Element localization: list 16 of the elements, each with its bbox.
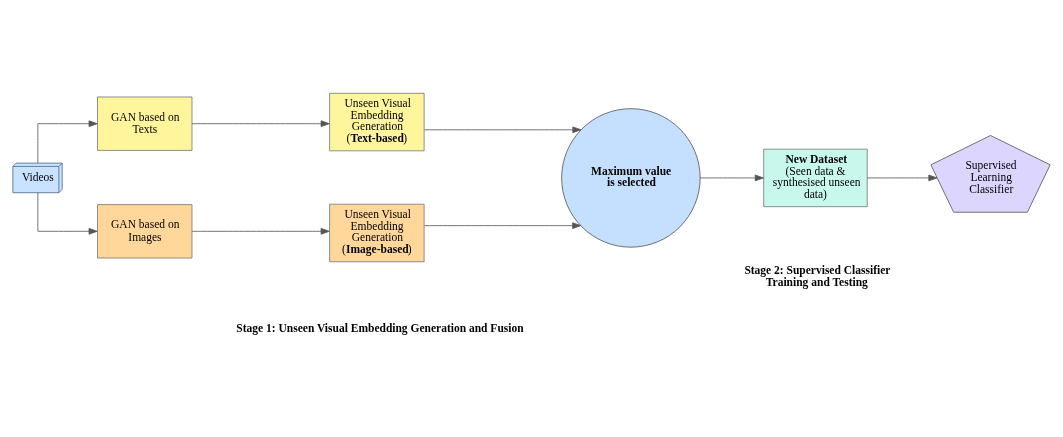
arrow (37, 191, 98, 235)
node-box: GAN based on Texts (97, 96, 193, 151)
arrow (191, 227, 330, 235)
node-box: GAN based on Images (97, 203, 193, 258)
arrow (699, 174, 764, 181)
arrow (423, 221, 582, 229)
label: Stage 2: Supervised Classifier Training and Testing (744, 263, 891, 288)
node-box: New Dataset (Seen data & synthesised unseen data) (763, 148, 868, 207)
node-box: Unseen Visual Embedding Generation (Text-based) (329, 92, 425, 151)
arrow (866, 174, 938, 181)
node-circle: Maximum value is selected (561, 107, 701, 248)
arrow (37, 119, 98, 163)
arrow (423, 126, 582, 133)
label: Stage 1: Unseen Visual Embedding Generation and Fusion (236, 321, 524, 334)
node-box: Unseen Visual Embedding Generation (Image-based) (329, 203, 425, 262)
arrow (191, 119, 330, 127)
